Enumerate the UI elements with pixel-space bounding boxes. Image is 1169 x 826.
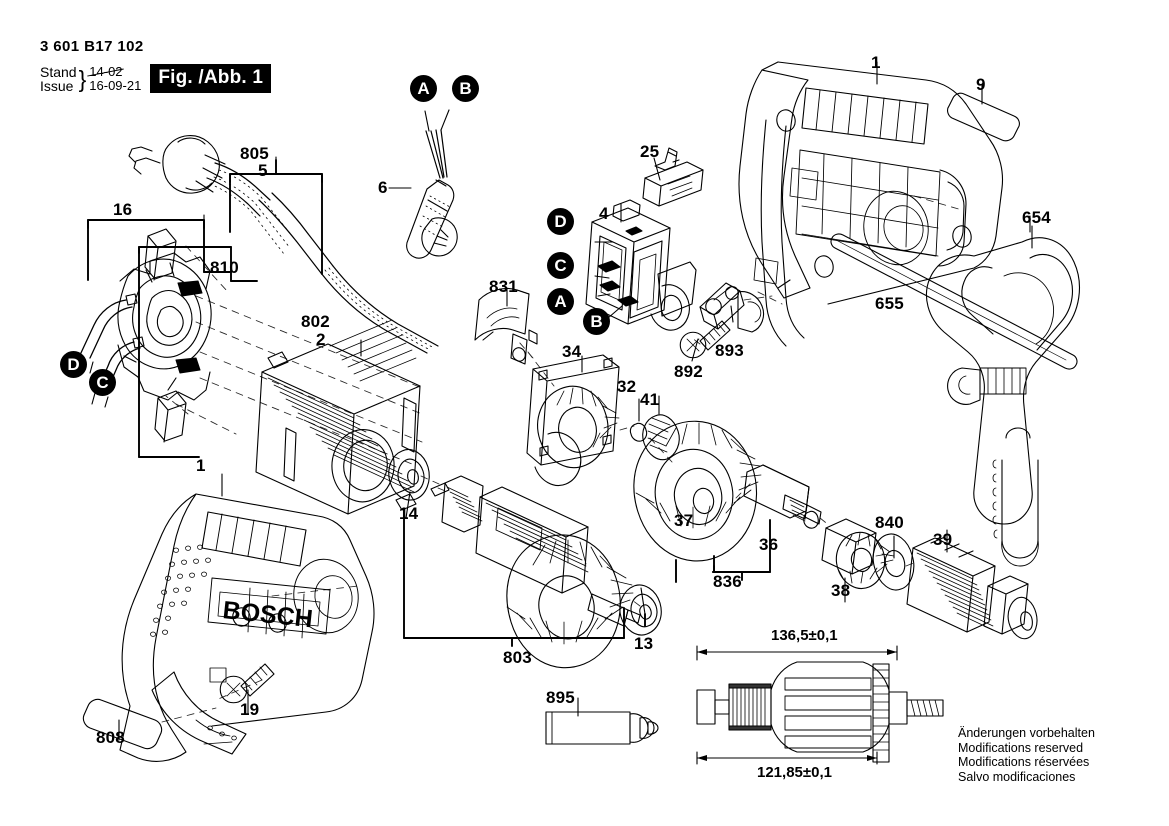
callout-13-bearing: 13 bbox=[634, 634, 654, 653]
part-label-808 bbox=[83, 699, 161, 748]
callout-831-cover: 831 bbox=[489, 277, 518, 296]
part-cover-831 bbox=[475, 288, 537, 364]
terminal-c-switch: C bbox=[547, 252, 574, 279]
label-stand: Stand bbox=[40, 63, 77, 80]
part-bearing-41 bbox=[643, 415, 680, 460]
callout-5-cord: 5 bbox=[258, 161, 268, 180]
callout-19-screw: 19 bbox=[240, 700, 260, 719]
callout-25-clip: 25 bbox=[640, 142, 660, 161]
label-issue: Issue bbox=[40, 77, 74, 94]
callout-4-switch: 4 bbox=[599, 204, 609, 223]
terminal-a-switch: A bbox=[547, 288, 574, 315]
terminal-c-brush: C bbox=[89, 369, 116, 396]
brace-glyph: } bbox=[78, 65, 87, 92]
notice-en: Modifications reserved bbox=[958, 740, 1084, 755]
part-clamp-893 bbox=[700, 283, 744, 329]
callout-808-label: 808 bbox=[96, 728, 125, 747]
callout-840-washer: 840 bbox=[875, 513, 904, 532]
notice-fr: Modifications réservées bbox=[958, 755, 1090, 770]
callout-805-cord-set: 805 bbox=[240, 144, 269, 163]
part-bearing-14 bbox=[389, 449, 430, 500]
callout-893-clamp: 893 bbox=[715, 341, 744, 360]
callout-1-housing-left: 1 bbox=[196, 456, 206, 475]
callout-41-bearing: 41 bbox=[640, 390, 660, 409]
notice-de: Änderungen vorbehalten bbox=[958, 726, 1095, 740]
figure-badge: Fig. /Abb. 1 bbox=[150, 64, 272, 93]
revision-dates: 14-02 16-09-21 bbox=[89, 63, 142, 93]
callout-14-bearing: 14 bbox=[399, 504, 419, 523]
callout-6-strain-relief: 6 bbox=[378, 178, 388, 197]
part-armature-803 bbox=[431, 476, 640, 668]
part-chuck-39 bbox=[907, 537, 1037, 639]
callout-836-spindle-group: 836 bbox=[713, 572, 742, 591]
part-clip-25 bbox=[643, 148, 703, 206]
part-housing-left-1 bbox=[120, 494, 374, 761]
part-spindle-36 bbox=[744, 465, 821, 528]
part-cord-set-805 bbox=[129, 136, 438, 353]
callout-2-field-coil: 2 bbox=[316, 330, 326, 349]
callout-32-washer: 32 bbox=[617, 377, 637, 396]
terminal-d-switch: D bbox=[547, 208, 574, 235]
part-grease-895 bbox=[546, 712, 658, 744]
title-block: 3 601 B17 102 Stand Issue } 14-02 16-09-… bbox=[40, 38, 272, 93]
callout-802-field-group: 802 bbox=[301, 312, 330, 331]
revision-labels: Stand Issue bbox=[40, 65, 77, 93]
part-brush-holder-810 bbox=[74, 229, 211, 442]
callout-803-armature: 803 bbox=[503, 648, 532, 667]
callout-34-gear-plate: 34 bbox=[562, 342, 582, 361]
dimension-overall-length: 136,5±0,1 bbox=[771, 627, 838, 644]
callout-36-spindle: 36 bbox=[759, 535, 779, 554]
date-current: 16-09-21 bbox=[89, 77, 142, 93]
date-superseded: 14-02 bbox=[89, 63, 123, 79]
part-strain-relief-6 bbox=[407, 110, 458, 258]
callout-655-depth-stop: 655 bbox=[875, 294, 904, 313]
bracket-lines bbox=[88, 160, 770, 646]
part-housing-right-1 bbox=[738, 62, 1003, 346]
callout-895-grease: 895 bbox=[546, 688, 575, 707]
part-ratchet-38 bbox=[822, 519, 894, 588]
dimension-core-length: 121,85±0,1 bbox=[757, 764, 832, 781]
callout-1-housing-right: 1 bbox=[871, 53, 881, 72]
callout-37-gear: 37 bbox=[674, 511, 694, 530]
part-washer-840 bbox=[873, 534, 914, 590]
terminal-b-cord: B bbox=[452, 75, 479, 102]
explode-axis-lines bbox=[162, 196, 962, 722]
part-gear-plate-34 bbox=[527, 355, 619, 485]
callout-16-brush-group: 16 bbox=[113, 200, 133, 219]
terminal-d-brush: D bbox=[60, 351, 87, 378]
terminal-a-cord: A bbox=[410, 75, 437, 102]
part-gear-37 bbox=[634, 421, 761, 561]
callout-810-brush-holder: 810 bbox=[210, 258, 239, 277]
part-aux-handle-654 bbox=[926, 238, 1079, 566]
terminal-b-switch: B bbox=[583, 308, 610, 335]
modifications-notice: Änderungen vorbehalten Modifications res… bbox=[958, 726, 1095, 784]
part-switch-4 bbox=[586, 200, 696, 330]
callout-654-aux-handle: 654 bbox=[1022, 208, 1051, 227]
notice-es: Salvo modificaciones bbox=[958, 769, 1076, 784]
part-nameplate-9 bbox=[948, 93, 1020, 141]
part-screw-19 bbox=[220, 664, 274, 703]
part-depth-stop-655 bbox=[831, 234, 1077, 369]
callout-38-ratchet: 38 bbox=[831, 581, 851, 600]
callout-9-nameplate: 9 bbox=[976, 75, 986, 94]
bosch-logo: BOSCH bbox=[221, 596, 314, 633]
part-number: 3 601 B17 102 bbox=[40, 38, 144, 55]
part-bearing-13 bbox=[620, 585, 661, 635]
callout-892-screw: 892 bbox=[674, 362, 703, 381]
armature-dimension-drawing bbox=[697, 646, 943, 764]
callout-39-chuck: 39 bbox=[933, 530, 953, 549]
part-field-coil-802 bbox=[256, 320, 420, 514]
